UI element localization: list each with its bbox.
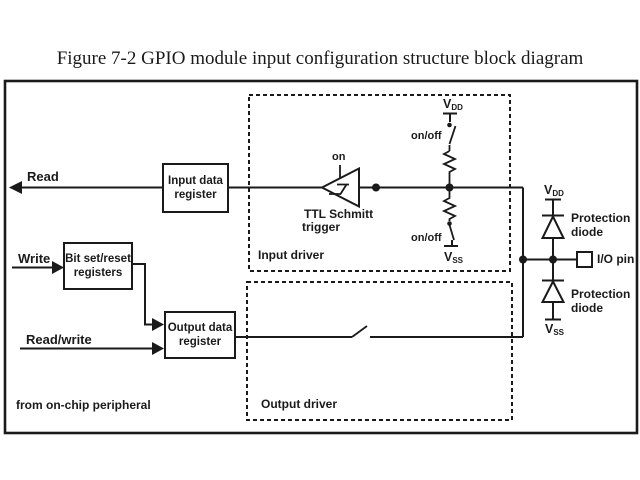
rail-junction-dot [519,255,527,264]
protection-bottom-line1: Protection [571,287,631,301]
schmitt-name-line1: TTL Schmitt [304,207,374,221]
read-arrowhead [9,181,22,194]
input-data-line1: Input data [168,175,223,187]
vdd-sub: DD [451,103,463,112]
read-write-arrowhead [152,342,164,355]
vdd-diode-rail [545,198,561,215]
vss-base: V [444,250,453,264]
input-data-register-text: Input data register [163,164,228,212]
bit-set-reset-register-box [63,242,133,290]
schmitt-input-node-dot [372,183,380,192]
output-data-line2: register [178,336,222,348]
pullup-resistor [441,150,458,187]
protection-diode-top-label: Protection diode [571,211,630,239]
protection-top-line2: diode [571,225,603,239]
pullup-switch-contact-top [447,122,452,128]
input-data-register-box [162,163,229,213]
pullup-switch-lever [448,125,457,145]
vss-label-pull: VSS [444,250,463,265]
output-switch-lever [351,325,368,338]
outer-border [3,79,639,435]
schmitt-on-label: on [332,151,346,163]
bottom-protection-diode [540,279,566,303]
vdd-base-2: V [544,183,553,197]
vdd-base: V [443,97,452,111]
vdd-rail-symbol [443,112,457,122]
bit-set-reset-register-text: Bit set/reset registers [61,243,135,289]
bit-set-reset-line2: registers [73,267,123,279]
output-data-register-box [164,311,236,359]
pulldown-resistor [441,188,458,221]
read-write-label: Read/write [26,332,92,347]
vss-label-diode: VSS [545,322,564,337]
bit-set-reset-out-line [132,263,152,326]
protection-bottom-line2: diode [571,301,603,315]
vss-sub: SS [452,256,464,265]
input-driver-label: Input driver [258,248,325,262]
pulldown-on-off-label: on/off [411,232,442,244]
output-data-register-text: Output data register [165,312,235,358]
read-label: Read [27,169,59,184]
pullup-on-off-label: on/off [411,130,442,142]
protection-top-line1: Protection [571,211,631,225]
hysteresis-icon [329,183,349,195]
schmitt-name-line2: trigger [302,220,341,234]
vdd-sub-2: DD [552,189,564,198]
write-label: Write [18,251,51,266]
figure-title: Figure 7-2 GPIO module input configurati… [56,48,584,69]
io-pin-label: I/O pin [597,252,635,266]
vss-sub-2: SS [553,328,565,337]
vss-rail-symbol [444,240,458,247]
top-protection-diode [540,214,566,239]
input-data-line2: register [174,189,217,201]
output-data-line1: Output data [167,322,233,334]
vss-base-2: V [545,322,554,336]
pull-network-node-dot [445,183,454,192]
output-driver-label: Output driver [261,397,338,411]
bit-set-reset-arrowhead [152,318,164,331]
pulldown-switch-contact-top [447,221,452,226]
io-pin-pad [576,251,593,268]
protection-diode-bottom-label: Protection diode [571,287,630,315]
bit-set-reset-line1: Bit set/reset [65,253,131,265]
vss-diode-rail [545,302,561,321]
vdd-label-diode: VDD [544,183,564,198]
pulldown-switch-lever [448,224,455,241]
output-driver-box [246,281,513,421]
vdd-label-pull: VDD [443,97,463,112]
input-driver-box [248,94,511,272]
from-on-chip-peripheral-label: from on-chip peripheral [16,398,151,412]
write-arrowhead [52,261,64,274]
